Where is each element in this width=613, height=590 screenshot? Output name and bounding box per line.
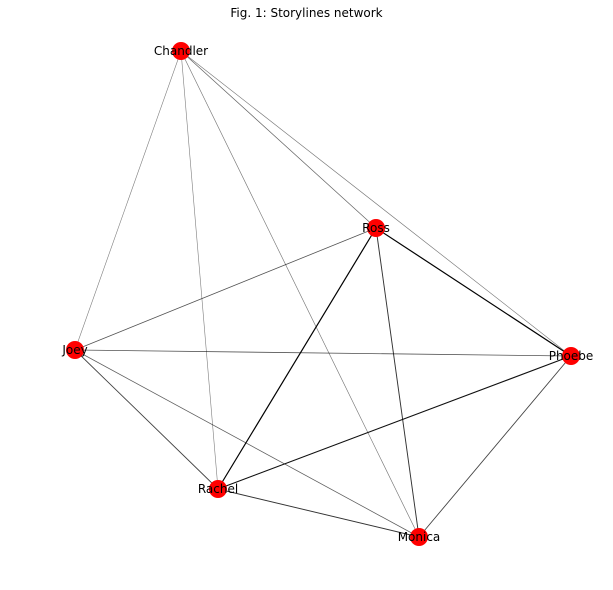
node-chandler: [172, 42, 190, 60]
figure-title: Fig. 1: Storylines network: [230, 6, 383, 20]
node-label-joey: Joey: [61, 343, 87, 357]
edge-ross-joey: [74, 227, 377, 351]
node-label-monica: Monica: [398, 530, 441, 544]
node-label-chandler: Chandler: [154, 44, 208, 58]
node-rachel: [209, 480, 227, 498]
edge-chandler-phoebe: [180, 50, 572, 357]
edge-chandler-rachel: [180, 50, 219, 490]
edge-phoebe-monica: [418, 355, 572, 538]
node-joey: [66, 341, 84, 359]
node-label-phoebe: Phoebe: [549, 349, 594, 363]
edge-ross-phoebe: [375, 227, 572, 357]
edge-chandler-monica: [180, 50, 420, 538]
edge-ross-monica: [375, 227, 420, 538]
edge-ross-rachel: [217, 227, 377, 490]
node-label-ross: Ross: [362, 221, 390, 235]
edge-rachel-monica: [217, 488, 420, 538]
edge-chandler-joey: [74, 50, 182, 351]
edges-layer: [74, 50, 572, 538]
edge-joey-phoebe: [74, 349, 572, 357]
node-phoebe: [562, 347, 580, 365]
edge-joey-rachel: [74, 349, 219, 490]
nodes-layer: [66, 42, 580, 546]
edge-joey-monica: [74, 349, 420, 538]
node-label-rachel: Rachel: [198, 482, 238, 496]
edge-rachel-phoebe: [217, 355, 572, 490]
node-ross: [367, 219, 385, 237]
node-monica: [410, 528, 428, 546]
edge-chandler-ross: [180, 50, 377, 229]
